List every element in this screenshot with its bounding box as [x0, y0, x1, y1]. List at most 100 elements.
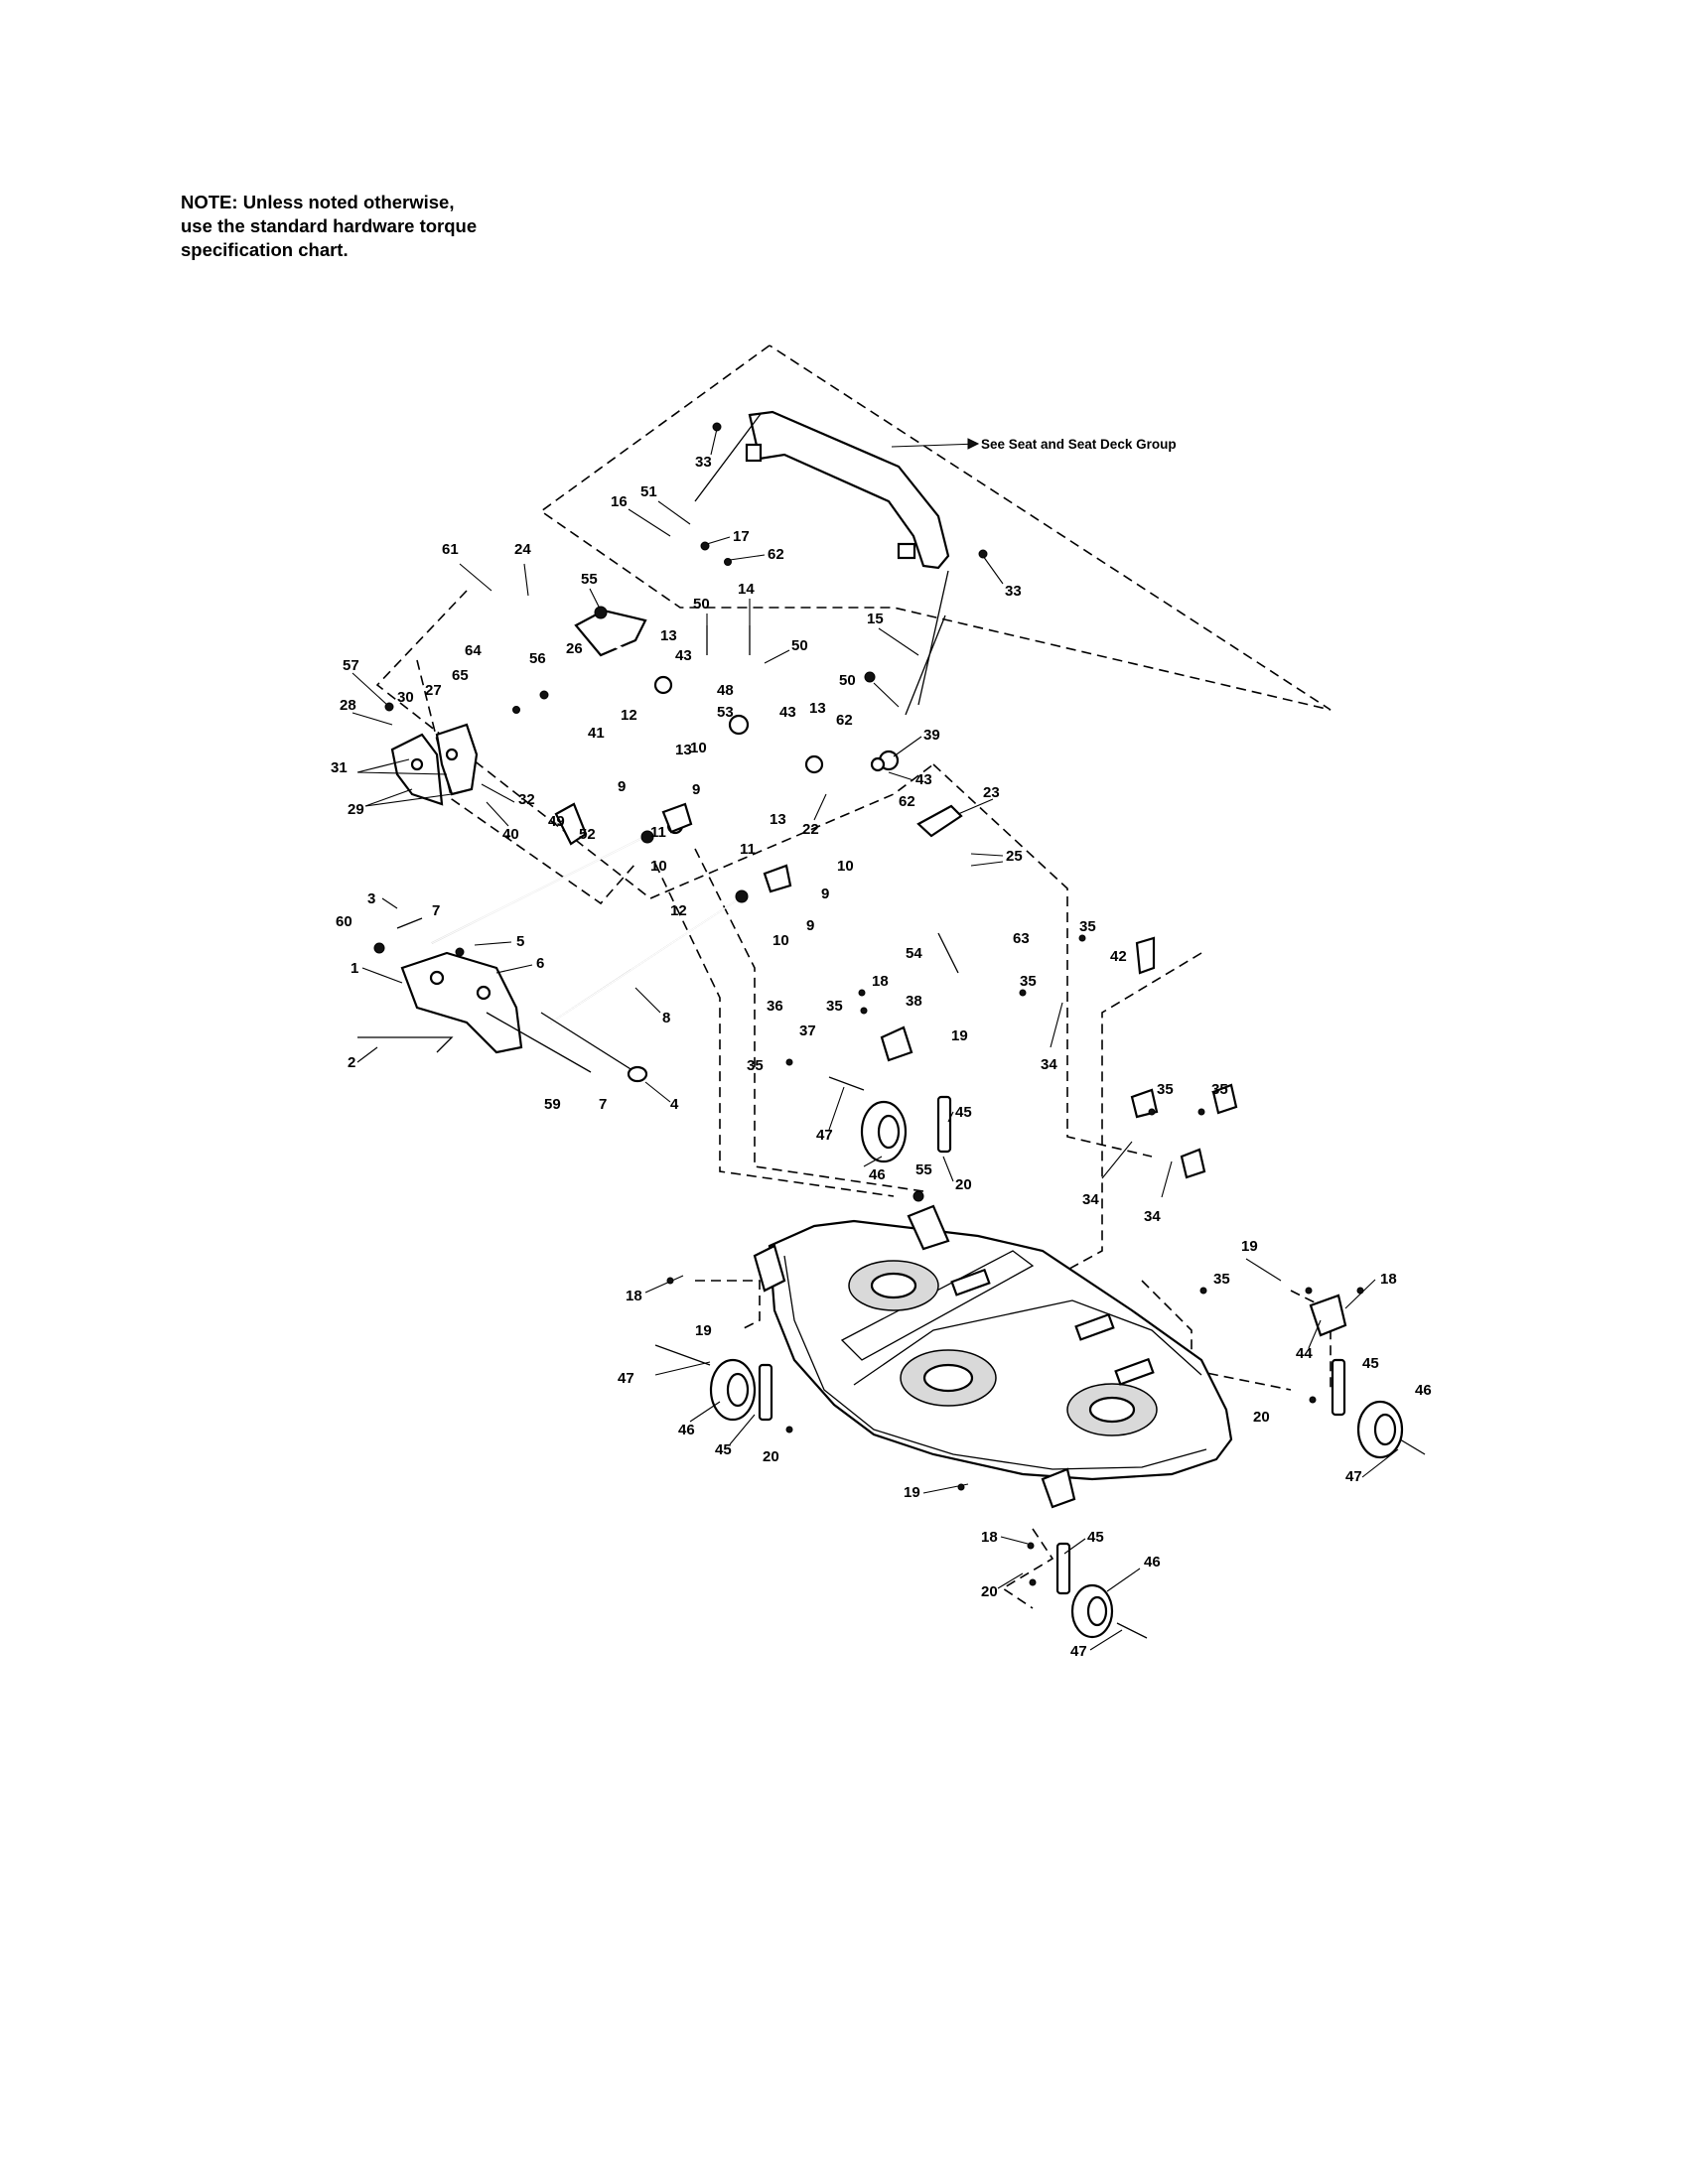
part-callouts: 33 33 51 16 17 62 61 24 55 50 14 50 15 1… [331, 454, 1432, 1660]
callout-62: 62 [836, 712, 853, 729]
callout-19: 19 [951, 1027, 968, 1044]
callout-18: 18 [1380, 1271, 1397, 1288]
callout-55: 55 [915, 1161, 932, 1178]
callout-28: 28 [340, 697, 356, 714]
callout-50: 50 [839, 672, 856, 689]
callout-35: 35 [826, 998, 843, 1015]
callout-54: 54 [906, 945, 922, 962]
callout-34: 34 [1041, 1056, 1057, 1073]
callout-34: 34 [1082, 1191, 1099, 1208]
callout-20: 20 [1253, 1409, 1270, 1426]
springs [396, 413, 959, 974]
callout-64: 64 [465, 642, 482, 659]
callout-47: 47 [618, 1370, 634, 1387]
callout-57: 57 [343, 657, 359, 674]
callout-13: 13 [675, 742, 692, 758]
leader-lines [351, 428, 1399, 1651]
callout-35: 35 [747, 1057, 764, 1074]
note-line-3: specification chart. [181, 239, 349, 260]
callout-4: 4 [670, 1096, 679, 1113]
callout-43: 43 [675, 647, 692, 664]
see-seat-reference: See Seat and Seat Deck Group [981, 437, 1177, 452]
callout-15: 15 [867, 611, 884, 627]
callout-10: 10 [690, 740, 707, 756]
callout-35: 35 [1020, 973, 1037, 990]
callout-60: 60 [336, 913, 352, 930]
callout-47: 47 [816, 1127, 833, 1144]
callout-46: 46 [1415, 1382, 1432, 1399]
callout-46: 46 [678, 1422, 695, 1438]
callout-18: 18 [626, 1288, 642, 1304]
lift-shaft-assembly [574, 609, 963, 838]
callout-35: 35 [1211, 1081, 1228, 1098]
seat-frame-boundary [539, 344, 1332, 711]
callout-5: 5 [516, 933, 524, 950]
callout-42: 42 [1110, 948, 1127, 965]
callout-13: 13 [809, 700, 826, 717]
callout-43: 43 [779, 704, 796, 721]
callout-43: 43 [915, 771, 932, 788]
callout-10: 10 [772, 932, 789, 949]
left-pivot-brackets [390, 723, 588, 846]
callout-2: 2 [348, 1054, 355, 1071]
callout-35: 35 [1213, 1271, 1230, 1288]
callout-9: 9 [692, 781, 700, 798]
callout-56: 56 [529, 650, 546, 667]
callout-20: 20 [981, 1583, 998, 1600]
callout-30: 30 [397, 689, 414, 706]
callout-53: 53 [717, 704, 734, 721]
lift-linkage-boundary [375, 590, 934, 899]
callout-7: 7 [432, 902, 440, 919]
callout-18: 18 [981, 1529, 998, 1546]
callout-45: 45 [715, 1441, 732, 1458]
callout-62: 62 [768, 546, 784, 563]
callout-51: 51 [640, 483, 657, 500]
callout-46: 46 [869, 1166, 886, 1183]
callout-26: 26 [566, 640, 583, 657]
callout-20: 20 [955, 1176, 972, 1193]
callout-38: 38 [906, 993, 922, 1010]
callout-48: 48 [717, 682, 734, 699]
callout-19: 19 [1241, 1238, 1258, 1255]
callout-52: 52 [579, 826, 596, 843]
callout-33: 33 [695, 454, 712, 471]
callout-13: 13 [770, 811, 786, 828]
callout-23: 23 [983, 784, 1000, 801]
right-hanger-boundary [932, 763, 1153, 1158]
callout-63: 63 [1013, 930, 1030, 947]
callout-8: 8 [662, 1010, 670, 1026]
callout-24: 24 [514, 541, 531, 558]
callout-11: 11 [740, 841, 756, 858]
callout-46: 46 [1144, 1554, 1161, 1570]
callout-9: 9 [618, 778, 626, 795]
callout-45: 45 [1087, 1529, 1104, 1546]
callout-29: 29 [348, 801, 364, 818]
callout-7: 7 [599, 1096, 607, 1113]
callout-49: 49 [548, 813, 565, 830]
callout-55: 55 [581, 571, 598, 588]
hardware-bits [373, 422, 1364, 1586]
callout-14: 14 [738, 581, 755, 598]
callout-47: 47 [1345, 1468, 1362, 1485]
left-wheel-boundary [695, 1280, 761, 1331]
callout-18: 18 [872, 973, 889, 990]
callout-65: 65 [452, 667, 469, 684]
callout-62: 62 [899, 793, 915, 810]
seat-deck-frame [745, 410, 980, 570]
note-line-1: NOTE: Unless noted otherwise, [181, 192, 455, 212]
callout-11: 11 [650, 824, 666, 841]
callout-32: 32 [518, 791, 535, 808]
callout-44: 44 [1296, 1345, 1313, 1362]
callout-3: 3 [367, 890, 375, 907]
callout-35: 35 [1079, 918, 1096, 935]
callout-59: 59 [544, 1096, 561, 1113]
right-wheel-boundary [1290, 1290, 1332, 1390]
callout-61: 61 [442, 541, 459, 558]
callout-40: 40 [502, 826, 519, 843]
callout-22: 22 [802, 821, 819, 838]
callout-20: 20 [763, 1448, 779, 1465]
callout-10: 10 [837, 858, 854, 875]
callout-16: 16 [611, 493, 628, 510]
callout-13: 13 [660, 627, 677, 644]
